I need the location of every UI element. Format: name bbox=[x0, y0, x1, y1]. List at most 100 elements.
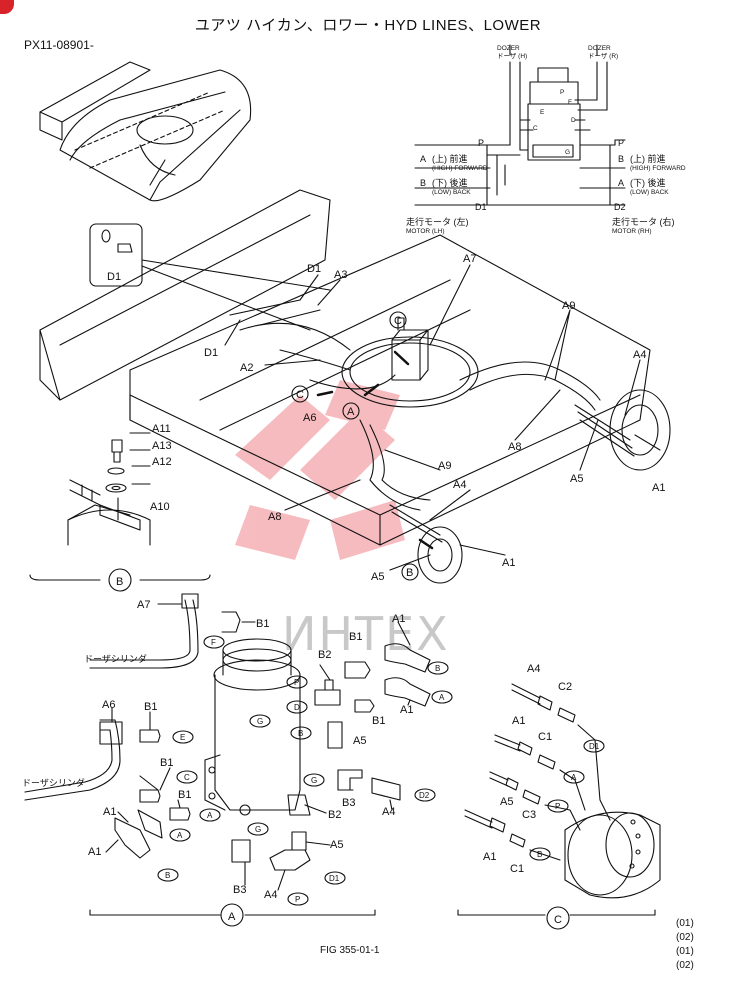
part-b2-top: B2 bbox=[318, 649, 331, 661]
part-c2: C2 bbox=[558, 681, 572, 693]
main-view-circles bbox=[291, 311, 419, 581]
label-a9-lower: A9 bbox=[438, 460, 451, 472]
label-a9-upper: A9 bbox=[562, 300, 575, 312]
right-port-b-ja: (上) 前進 bbox=[630, 153, 666, 164]
port-b-1: B bbox=[298, 729, 303, 738]
part-a6-detail: A6 bbox=[102, 699, 115, 711]
watermark-logo: ИНТЕХ bbox=[235, 380, 450, 661]
label-c-upper: C bbox=[394, 315, 402, 327]
motor-rh-ja: 走行モータ (右) bbox=[612, 216, 675, 227]
left-port-p: P bbox=[478, 138, 484, 148]
swivel-port-g: G bbox=[565, 149, 570, 156]
label-a2: A2 bbox=[240, 362, 253, 374]
detail-b-labels: B A11 A13 A12 A10 bbox=[116, 423, 172, 588]
port-g-3: G bbox=[311, 776, 317, 785]
part-b3-mid: B3 bbox=[342, 797, 355, 809]
part-a1-mid: A1 bbox=[400, 704, 413, 716]
port-a-2: A bbox=[177, 831, 183, 840]
part-a4-mid: A4 bbox=[382, 806, 395, 818]
part-a5-mid: A5 bbox=[353, 735, 366, 747]
detail-c-labels: C A4 C2 A1 C1 A5 C3 A1 C1 D1 A P B bbox=[483, 663, 600, 926]
label-a8-right: A8 bbox=[508, 441, 521, 453]
part-c1-top: C1 bbox=[538, 731, 552, 743]
undercarriage-frame bbox=[39, 189, 671, 584]
part-b1-left: B1 bbox=[144, 701, 157, 713]
label-a5-right: A5 bbox=[570, 473, 583, 485]
part-b1-mid: B1 bbox=[372, 715, 385, 727]
left-port-a: A bbox=[420, 154, 426, 164]
port-f: F bbox=[211, 638, 216, 647]
part-b3-low: B3 bbox=[233, 884, 246, 896]
serial-1: (01) bbox=[676, 918, 694, 929]
label-d1-left: D1 bbox=[204, 347, 218, 359]
detail-a-drawing bbox=[24, 593, 453, 927]
swivel-port-c: C bbox=[533, 125, 538, 132]
port-p-c: P bbox=[555, 802, 560, 811]
watermark-text: ИНТЕХ bbox=[282, 607, 450, 661]
main-view-labels: D1 D1 A3 A7 A9 A4 C C A2 D1 A6 A A8 A9 A… bbox=[107, 253, 665, 583]
corner-badge bbox=[0, 0, 14, 14]
port-g-2: G bbox=[255, 825, 261, 834]
label-a1-right: A1 bbox=[652, 482, 665, 494]
part-b2-low: B2 bbox=[328, 809, 341, 821]
part-b1-left-low: B1 bbox=[178, 789, 191, 801]
right-port-b-en: (HIGH) FORWARD bbox=[630, 165, 686, 172]
main-leaders bbox=[224, 264, 661, 571]
right-port-a-en: (LOW) BACK bbox=[630, 189, 669, 196]
label-a5-lower: A5 bbox=[371, 571, 384, 583]
figure-number: FIG 355-01-1 bbox=[320, 945, 380, 956]
label-a3: A3 bbox=[334, 269, 347, 281]
left-port-b: B bbox=[420, 178, 426, 188]
motor-rh-en: MOTOR (RH) bbox=[612, 228, 652, 235]
detail-b-circle-label: B bbox=[116, 576, 123, 588]
port-e: E bbox=[180, 733, 185, 742]
left-port-b-en: (LOW) BACK bbox=[432, 189, 471, 196]
label-a8-left: A8 bbox=[268, 511, 281, 523]
part-b1-top: B1 bbox=[256, 618, 269, 630]
label-a6: A6 bbox=[303, 412, 316, 424]
label-c-left: C bbox=[296, 389, 304, 401]
detail-b-drawing bbox=[29, 432, 211, 592]
port-d1-c: D1 bbox=[589, 742, 600, 751]
part-a13: A13 bbox=[152, 440, 172, 452]
model-code: PX11-08901- bbox=[24, 38, 94, 52]
port-b-2: B bbox=[165, 871, 170, 880]
left-port-b-ja: (下) 後進 bbox=[432, 177, 468, 188]
left-port-d1: D1 bbox=[475, 202, 487, 212]
page-title: ユアツ ハイカン、ロワー・HYD LINES、LOWER bbox=[194, 17, 542, 34]
d1-callout bbox=[89, 223, 331, 331]
part-a1-c-low: A1 bbox=[483, 851, 496, 863]
part-a5-low: A5 bbox=[330, 839, 343, 851]
part-a4-c: A4 bbox=[527, 663, 540, 675]
port-b-3: B bbox=[435, 664, 440, 673]
serial-2: (02) bbox=[676, 932, 694, 943]
label-a1-lower: A1 bbox=[502, 557, 515, 569]
port-d: D bbox=[294, 703, 300, 712]
label-d1-upper: D1 bbox=[307, 263, 321, 275]
part-a1-low: A1 bbox=[88, 846, 101, 858]
port-d2: D2 bbox=[419, 791, 430, 800]
part-a1-left: A1 bbox=[103, 806, 116, 818]
dozer-h-en: DOZER bbox=[497, 45, 520, 52]
detail-c-drawing bbox=[457, 683, 661, 930]
right-port-d2: D2 bbox=[614, 202, 626, 212]
part-a1-c-top: A1 bbox=[512, 715, 525, 727]
port-c: C bbox=[184, 773, 190, 782]
swivel-port-d: D bbox=[571, 117, 576, 124]
part-a1-top: A1 bbox=[392, 613, 405, 625]
part-c3: C3 bbox=[522, 809, 536, 821]
port-d1: D1 bbox=[329, 874, 340, 883]
detail-a-labels: A ドーザシリンダ ドーザシリンダ A7 B1 B1 A1 B2 A1 B1 A… bbox=[22, 599, 445, 923]
serial-4: (02) bbox=[676, 960, 694, 971]
part-b1-left-mid: B1 bbox=[160, 757, 173, 769]
dozer-cyl-lower: ドーザシリンダ bbox=[22, 777, 85, 788]
label-b-circle: B bbox=[406, 567, 413, 579]
left-port-a-en: (HIGH) FORWARD bbox=[432, 165, 488, 172]
port-p-1: P bbox=[294, 678, 299, 687]
port-a-1: A bbox=[207, 811, 213, 820]
right-port-a-ja: (下) 後進 bbox=[630, 177, 666, 188]
label-a-circle: A bbox=[347, 406, 355, 418]
right-port-a: A bbox=[618, 178, 624, 188]
schematic-labels: DOZER ドーザ (H) DOZER ドーザ (R) P A (上) 前進 (… bbox=[406, 45, 686, 235]
